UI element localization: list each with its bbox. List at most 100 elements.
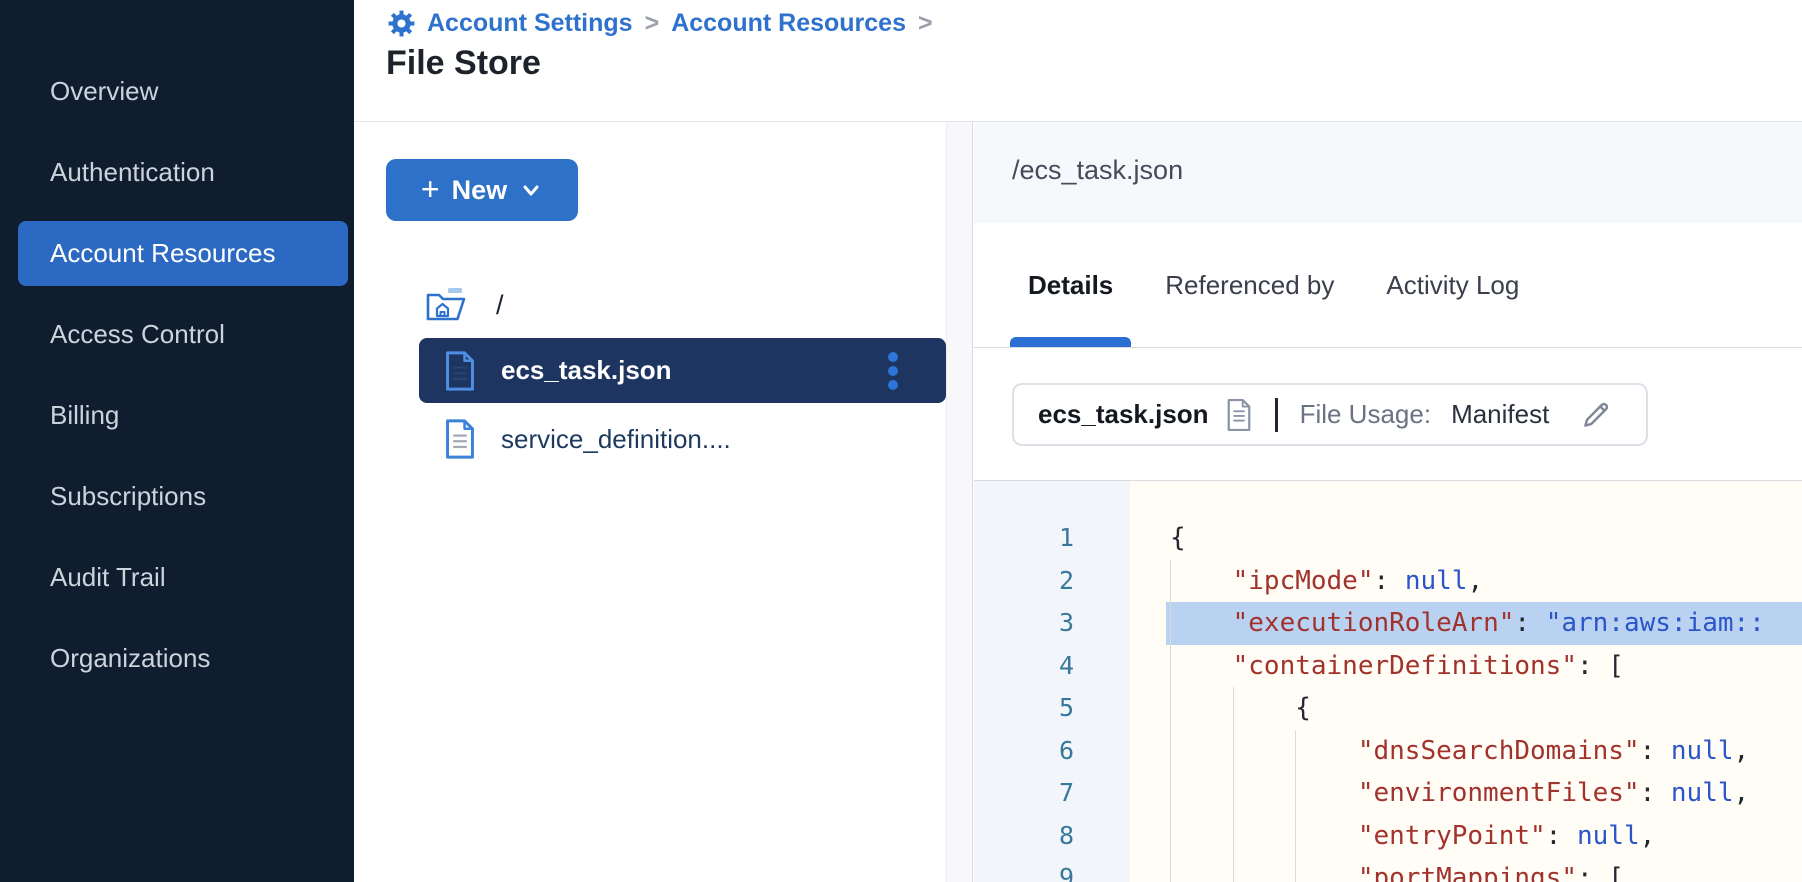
home-folder-icon: [424, 286, 468, 324]
json-punctuation: ,: [1467, 565, 1484, 596]
detail-tabs: Details Referenced by Activity Log: [974, 223, 1802, 348]
json-punctuation: ,: [1733, 735, 1750, 766]
tab-activity-log[interactable]: Activity Log: [1386, 269, 1520, 300]
sidebar-item-account-resources[interactable]: Account Resources: [18, 221, 348, 286]
new-button[interactable]: + New: [386, 159, 578, 221]
json-value: null: [1670, 778, 1734, 808]
page-title: File Store: [386, 44, 541, 82]
tab-details[interactable]: Details: [1009, 223, 1132, 347]
json-value: null: [1404, 565, 1468, 596]
indent-guide: [1295, 857, 1358, 882]
file-card-zone: ecs_task.json File Usage: Manifest: [974, 348, 1802, 480]
line-number: 3: [1058, 608, 1074, 637]
file-usage-value: Manifest: [1451, 399, 1550, 429]
indent-guide: [1295, 729, 1358, 772]
code-line-6[interactable]: "dnsSearchDomains": null,: [1166, 729, 1802, 772]
json-key: "entryPoint": [1357, 820, 1546, 851]
card-file-name: ecs_task.json: [1038, 399, 1209, 429]
json-punctuation: : [: [1576, 650, 1624, 681]
file-tree-scrollbar[interactable]: [946, 122, 972, 882]
indent-guide: [1170, 644, 1233, 687]
code-content: {"ipcMode": null,"executionRoleArn": "ar…: [1130, 481, 1802, 882]
indent-guide: [1170, 729, 1233, 772]
json-value: "arn:aws:iam::: [1545, 608, 1765, 638]
sidebar-item-access-control[interactable]: Access Control: [50, 319, 225, 349]
file-row-ecs-task[interactable]: ecs_task.json: [419, 338, 946, 403]
file-name: service_definition....: [501, 423, 731, 454]
sidebar-item-audit-trail[interactable]: Audit Trail: [50, 562, 166, 592]
breadcrumb-link-account-settings[interactable]: Account Settings: [427, 8, 633, 37]
json-punctuation: :: [1514, 608, 1546, 638]
page-header: Account Settings>Account Resources> File…: [354, 0, 1802, 122]
line-number: 6: [1058, 735, 1074, 765]
json-punctuation: ,: [1733, 778, 1750, 808]
json-punctuation: :: [1639, 735, 1671, 766]
plus-icon: +: [420, 170, 440, 207]
file-path: /ecs_task.json: [1012, 155, 1184, 185]
json-key: "containerDefinitions": [1232, 650, 1577, 681]
tab-referenced-by[interactable]: Referenced by: [1165, 269, 1335, 300]
sidebar-item-billing[interactable]: Billing: [50, 400, 120, 430]
indent-guide: [1295, 772, 1358, 815]
line-number: 9: [1058, 863, 1074, 882]
code-line-2[interactable]: "ipcMode": null,: [1166, 559, 1802, 602]
document-icon: [1225, 398, 1253, 432]
indent-guide: [1170, 772, 1233, 815]
indent-guide: [1295, 814, 1358, 857]
breadcrumb-link-account-resources[interactable]: Account Resources: [671, 8, 906, 37]
main-area: Account Settings>Account Resources> File…: [354, 0, 1802, 882]
indent-guide: [1232, 772, 1296, 815]
json-punctuation: {: [1295, 693, 1311, 723]
line-number: 5: [1058, 693, 1074, 722]
file-detail-panel: /ecs_task.json Details Referenced by Activ…: [974, 122, 1802, 882]
line-number: 8: [1058, 820, 1074, 850]
gear-icon: [388, 10, 415, 37]
code-line-3[interactable]: "executionRoleArn": "arn:aws:iam::: [1166, 602, 1802, 645]
sidebar-item-authentication[interactable]: Authentication: [50, 157, 215, 187]
code-line-1[interactable]: {: [1166, 517, 1802, 560]
root-folder-row[interactable]: /: [424, 286, 504, 324]
code-line-7[interactable]: "environmentFiles": null,: [1166, 772, 1802, 815]
json-key: "ipcMode": [1232, 565, 1374, 596]
indent-guide: [1170, 602, 1233, 645]
sidebar-item-organizations[interactable]: Organizations: [50, 643, 211, 673]
file-icon: [443, 350, 477, 392]
indent-guide: [1170, 559, 1233, 602]
json-value: null: [1670, 735, 1734, 766]
indent-guide: [1170, 687, 1233, 730]
file-usage-label: File Usage:: [1299, 399, 1432, 429]
indent-guide: [1170, 814, 1233, 857]
line-number: 1: [1058, 523, 1074, 552]
kebab-menu-icon[interactable]: [886, 352, 900, 390]
json-punctuation: :: [1545, 820, 1577, 851]
code-line-8[interactable]: "entryPoint": null,: [1166, 814, 1802, 857]
file-icon: [443, 418, 477, 460]
code-line-9[interactable]: "portMappings": [: [1166, 857, 1802, 882]
sidebar-item-overview[interactable]: Overview: [50, 76, 159, 106]
indent-guide: [1232, 687, 1296, 730]
file-name: ecs_task.json: [501, 355, 672, 385]
new-button-label: New: [451, 174, 508, 205]
file-info-card: ecs_task.json File Usage: Manifest: [1012, 383, 1648, 446]
line-number: 4: [1058, 650, 1074, 680]
chevron-down-icon: [523, 185, 539, 196]
json-key: "portMappings": [1357, 863, 1577, 882]
code-line-5[interactable]: {: [1166, 687, 1802, 730]
breadcrumb-separator: >: [917, 8, 933, 37]
indent-guide: [1170, 857, 1233, 882]
edit-pencil-icon[interactable]: [1579, 398, 1613, 432]
code-line-4[interactable]: "containerDefinitions": [: [1166, 644, 1802, 687]
file-tree-panel: + New /: [354, 122, 973, 882]
sidebar-item-subscriptions[interactable]: Subscriptions: [50, 481, 207, 511]
indent-guide: [1232, 857, 1296, 882]
json-key: "dnsSearchDomains": [1357, 735, 1640, 766]
json-punctuation: {: [1170, 523, 1186, 553]
file-row-service-definition[interactable]: service_definition....: [443, 418, 731, 460]
indent-guide: [1232, 814, 1296, 857]
json-punctuation: :: [1639, 778, 1671, 808]
